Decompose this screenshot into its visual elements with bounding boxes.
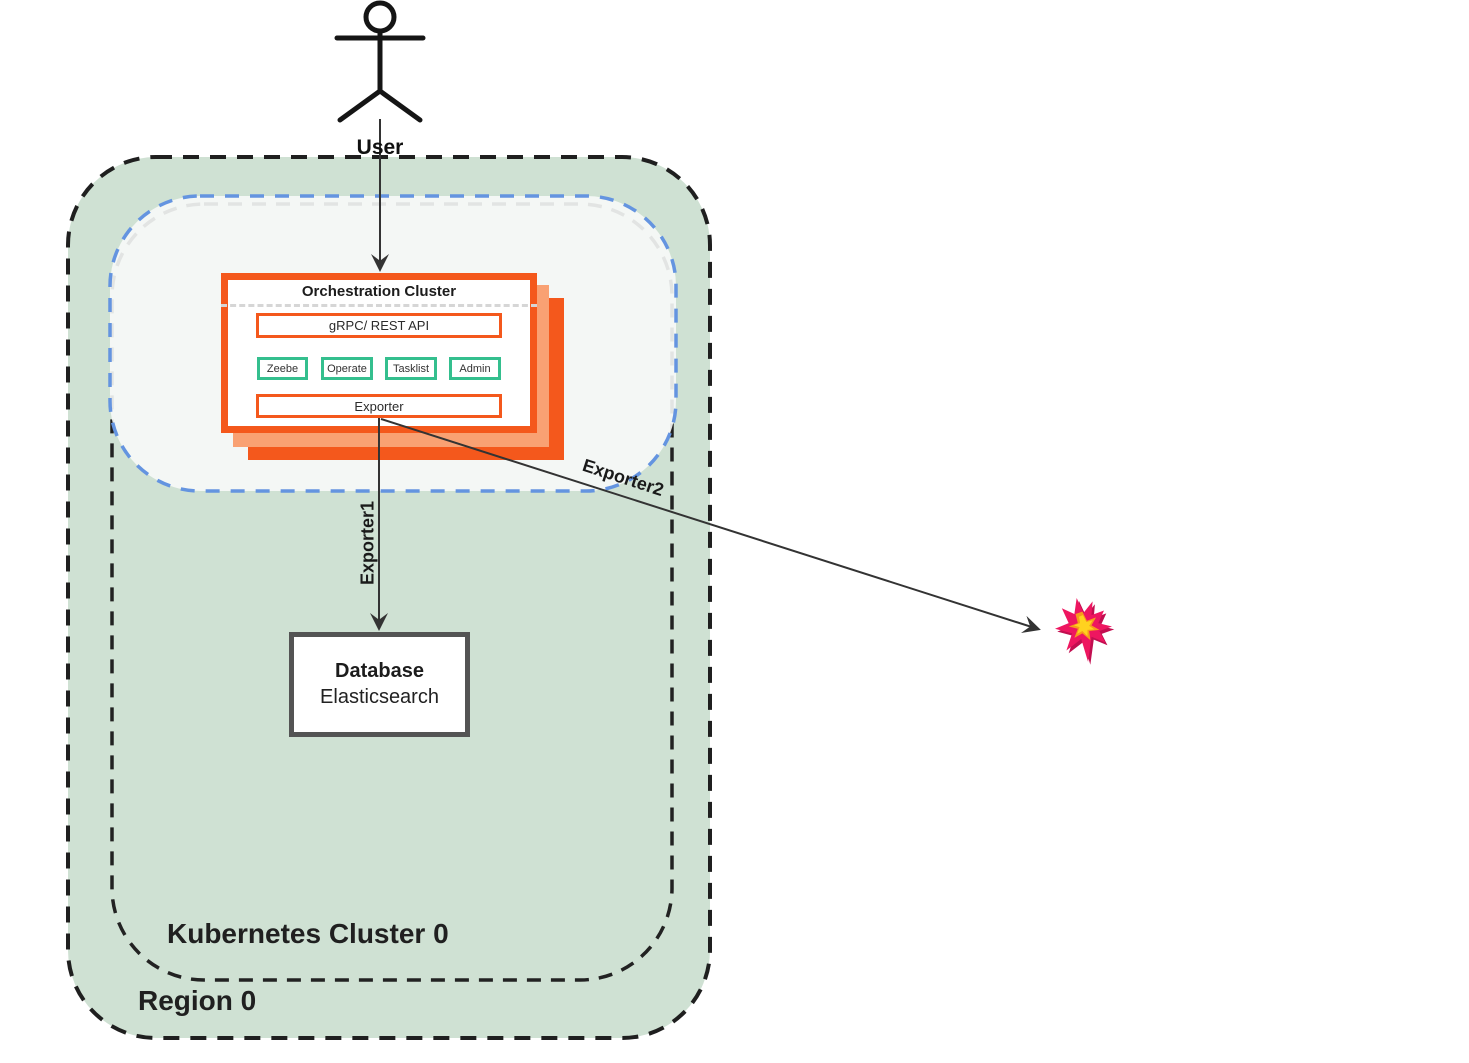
component-operate: Operate [321,357,373,380]
database-title: Database [335,660,424,682]
orchestration-cluster-node: Orchestration Cluster gRPC/ REST API Zee… [221,273,537,433]
grpc-rest-api-bar: gRPC/ REST API [256,313,502,338]
component-admin: Admin [449,357,501,380]
user-label: User [356,136,404,159]
exporter1-label: Exporter1 [357,500,378,586]
kubernetes-cluster-label: Kubernetes Cluster 0 [167,918,449,949]
inner-cluster-faint-dash [221,304,537,307]
component-tasklist: Tasklist [385,357,437,380]
region-0-label: Region 0 [138,985,257,1016]
database-subtitle: Elasticsearch [320,686,439,708]
component-zeebe: Zeebe [257,357,308,380]
user-actor-icon [334,0,426,123]
exporter-bar: Exporter [256,394,502,418]
orchestration-cluster-title: Orchestration Cluster [301,283,457,300]
exporter2-label: Exporter2 [580,455,667,501]
explosion-collision-icon [1055,598,1115,665]
database-node: Database Elasticsearch [289,632,470,737]
